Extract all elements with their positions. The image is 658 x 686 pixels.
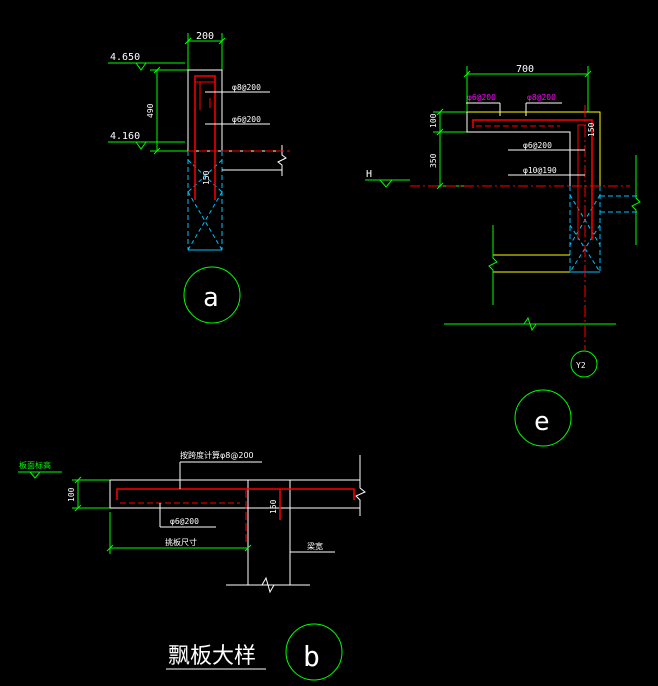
rebar-e-low: φ10@190: [523, 166, 557, 175]
dim-a-150: 150: [202, 170, 211, 185]
detail-b-title: 飘板大样: [168, 644, 256, 669]
rebar-b-bottom: φ6@200: [170, 517, 199, 526]
detail-e: 700 φ6@200 φ8@200 100 350 H: [365, 64, 641, 447]
dim-a-width: 200: [196, 31, 214, 42]
elev-a-top: 4.650: [110, 52, 140, 63]
rebar-a-2: φ6@200: [232, 115, 261, 124]
dim-b-150: 150: [269, 499, 278, 514]
rebar-e-mid: φ6@200: [523, 141, 552, 150]
label-b: b: [303, 640, 320, 673]
label-a: a: [203, 283, 219, 313]
dim-e-100: 100: [429, 113, 438, 128]
detail-b: 板面标高 100 按跨度计算φ8@200 φ6@200 150: [18, 450, 366, 681]
label-e: e: [534, 407, 550, 437]
beam-b-note: 梁宽: [307, 541, 323, 551]
rebar-e-top-right: φ8@200: [527, 93, 556, 102]
rebar-e-top-left: φ6@200: [467, 93, 496, 102]
rebar-a-1: φ8@200: [232, 83, 261, 92]
dim-b-note: 挑板尺寸: [165, 537, 197, 547]
elev-b-note: 板面标高: [19, 460, 51, 470]
dim-e-150: 150: [587, 122, 596, 137]
elev-a-bottom: 4.160: [110, 131, 140, 142]
dim-e-width: 700: [516, 64, 534, 75]
elev-e-label: H: [366, 169, 372, 180]
dim-b-100: 100: [67, 487, 76, 502]
dim-a-height: 490: [146, 103, 155, 118]
dim-e-350: 350: [429, 153, 438, 168]
detail-a: 200 4.650 4.160 490: [108, 31, 290, 324]
grid-e-label: Y2: [576, 361, 586, 370]
rebar-b-top: 按跨度计算φ8@200: [180, 450, 254, 460]
